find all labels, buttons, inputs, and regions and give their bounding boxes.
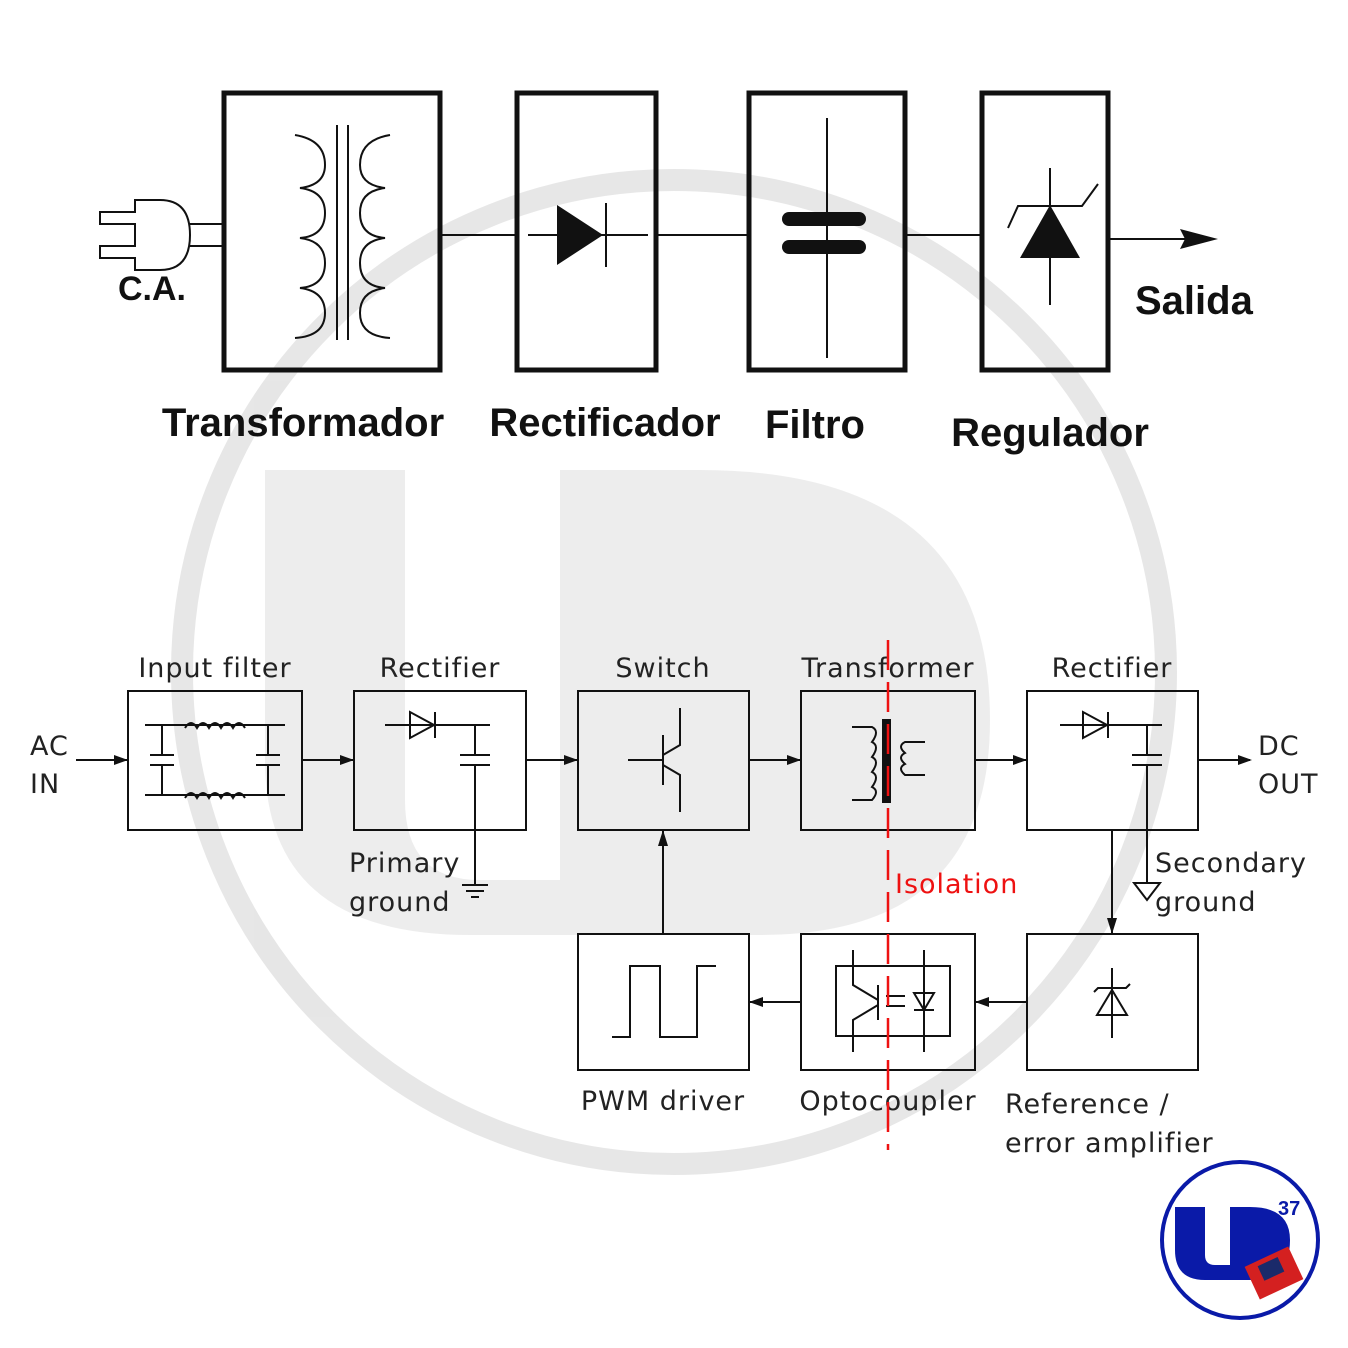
regulator-block — [979, 90, 1111, 373]
label-transformador: Transformador — [162, 401, 444, 445]
bottom-diagram: AC IN DC OUT Input filter — [30, 640, 1319, 1159]
salida-label: Salida — [1135, 279, 1254, 323]
filter-block — [746, 90, 908, 373]
primary-ground-label-1: Primary — [349, 848, 460, 879]
label-rectificador: Rectificador — [489, 401, 720, 445]
label-filtro: Filtro — [765, 403, 865, 447]
ac-label: AC — [30, 731, 69, 762]
in-label: IN — [30, 769, 60, 800]
ca-label: C.A. — [118, 270, 186, 308]
switch-block — [577, 690, 750, 831]
dc-label: DC — [1258, 731, 1300, 762]
secondary-ground-label-2: ground — [1155, 887, 1257, 918]
transformer-icon — [294, 125, 391, 340]
transistor-icon — [628, 708, 681, 812]
zener-icon-small — [1093, 968, 1131, 1038]
input-filter-block — [127, 690, 303, 831]
rectifier-icon-secondary — [1060, 710, 1163, 902]
emi-filter-icon — [145, 722, 285, 800]
ud37-logo: 37 — [1160, 1160, 1320, 1320]
pwm-waveform-icon — [612, 965, 716, 1038]
zener-diode-icon — [1007, 168, 1099, 305]
transformer-icon-small — [852, 719, 925, 803]
label-rectifier-secondary: Rectifier — [1052, 653, 1173, 684]
rectifier-icon — [385, 710, 490, 898]
pwm-driver-block — [577, 933, 750, 1071]
label-input-filter: Input filter — [138, 653, 291, 684]
secondary-ground-label-1: Secondary — [1155, 848, 1307, 879]
optocoupler-icon — [835, 950, 951, 1052]
label-reference-1: Reference / — [1005, 1089, 1170, 1120]
label-pwm-driver: PWM driver — [581, 1086, 745, 1117]
rectifier-block — [514, 90, 659, 373]
watermark-logo — [171, 169, 1177, 1175]
secondary-rectifier-block — [1026, 690, 1199, 831]
plug-icon — [99, 199, 224, 271]
label-switch: Switch — [615, 653, 710, 684]
diode-icon — [528, 203, 648, 267]
capacitor-icon — [782, 118, 866, 358]
out-label: OUT — [1258, 769, 1319, 800]
arrowheads — [114, 755, 1252, 1007]
label-regulador: Regulador — [951, 411, 1149, 455]
label-reference-2: error amplifier — [1005, 1128, 1214, 1159]
label-rectifier-primary: Rectifier — [380, 653, 501, 684]
circuit-board-icon — [1244, 1246, 1304, 1300]
primary-ground-label-2: ground — [349, 887, 451, 918]
top-diagram: C.A. Salida Transform — [99, 90, 1254, 455]
primary-rectifier-block — [353, 690, 527, 831]
isolation-label: Isolation — [895, 869, 1018, 900]
logo-superscript: 37 — [1278, 1198, 1300, 1220]
output-arrow-icon — [1180, 229, 1218, 249]
transformer-block — [221, 90, 443, 373]
reference-amplifier-block — [1026, 933, 1199, 1071]
